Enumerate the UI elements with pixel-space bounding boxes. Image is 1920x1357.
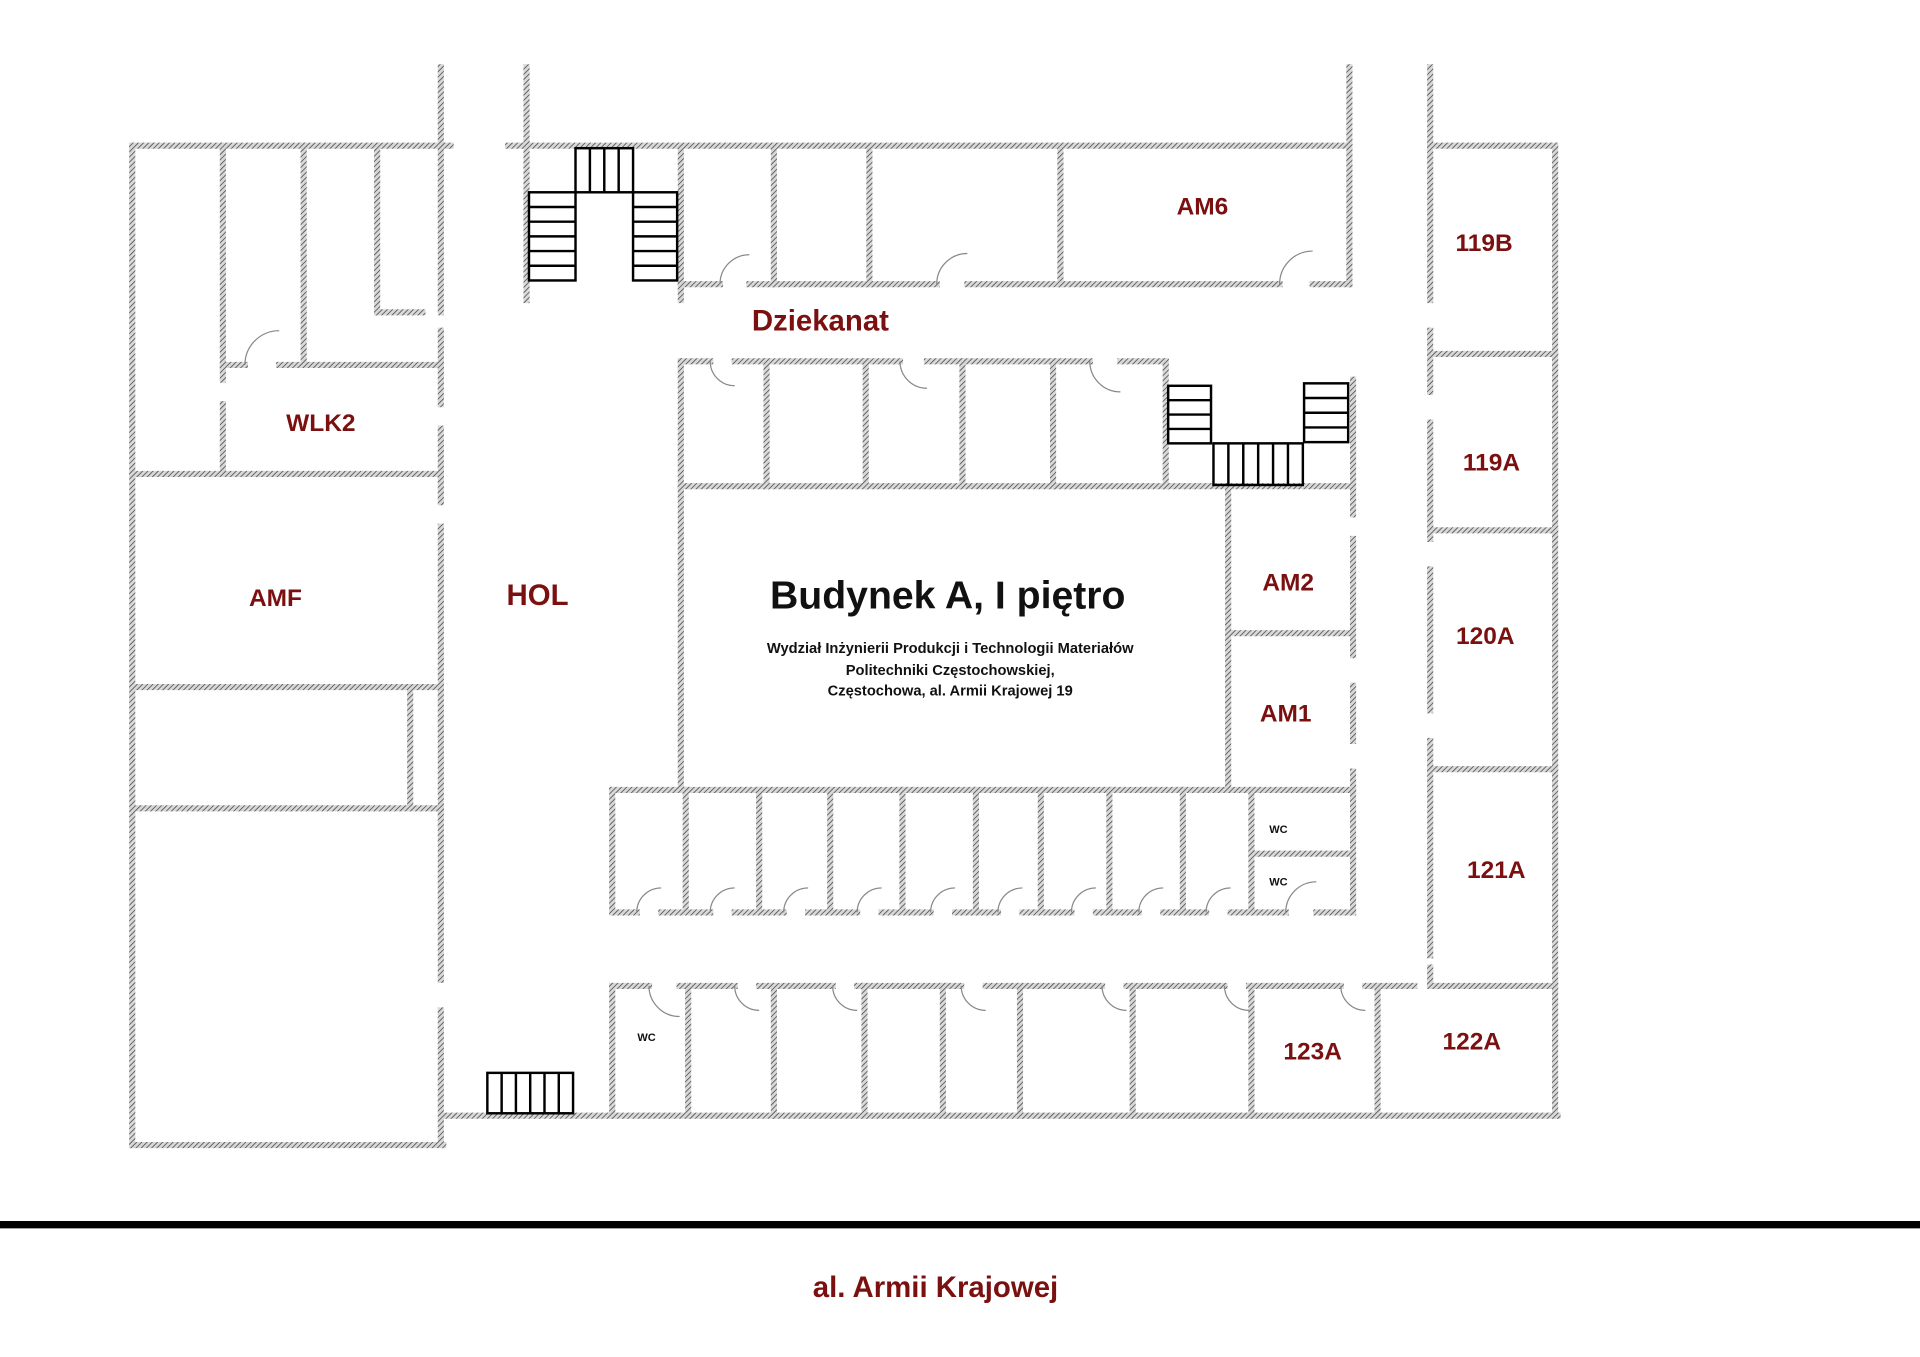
door-arc xyxy=(244,330,280,365)
room-am6[interactable]: AM6 xyxy=(1177,193,1229,220)
door-arc xyxy=(636,887,662,913)
door-arc xyxy=(856,887,882,913)
room-amf[interactable]: AMF xyxy=(249,585,302,612)
room-wc[interactable]: WC xyxy=(1269,876,1287,888)
door-arc xyxy=(1223,985,1249,1012)
door-arc xyxy=(930,887,956,913)
door-arc xyxy=(1138,887,1164,913)
door-arc xyxy=(734,985,760,1012)
room-119a[interactable]: 119A xyxy=(1463,449,1520,476)
door-arc xyxy=(1278,250,1313,285)
room-wc[interactable]: WC xyxy=(1269,824,1287,836)
room-am1[interactable]: AM1 xyxy=(1260,700,1312,727)
door-arc xyxy=(832,985,858,1012)
room-hol[interactable]: HOL xyxy=(507,579,569,612)
room-119b[interactable]: 119B xyxy=(1455,230,1512,257)
room-121a[interactable]: 121A xyxy=(1467,857,1526,884)
door-arc xyxy=(1285,881,1317,913)
door-arc xyxy=(719,254,750,285)
stairs xyxy=(486,146,1350,1115)
door-arc xyxy=(709,361,735,387)
subtitle-line: Częstochowa, al. Armii Krajowej 19 xyxy=(828,684,1073,700)
door-arc xyxy=(936,252,968,285)
plan-title: Budynek A, I piętro xyxy=(770,575,1125,618)
door-arc xyxy=(648,985,680,1018)
subtitle-line: Politechniki Częstochowskiej, xyxy=(846,663,1055,679)
street-name: al. Armii Krajowej xyxy=(813,1271,1058,1304)
door-arc xyxy=(960,985,986,1012)
door-arc xyxy=(899,361,927,389)
door-arc xyxy=(783,887,809,913)
door-arc xyxy=(1205,887,1231,913)
room-am2[interactable]: AM2 xyxy=(1262,569,1314,596)
doors xyxy=(244,250,1366,1018)
room-wc[interactable]: WC xyxy=(637,1032,655,1044)
room-wlk2[interactable]: WLK2 xyxy=(286,410,355,437)
door-arc xyxy=(1089,361,1121,393)
door-arc xyxy=(1101,985,1127,1012)
door-arc xyxy=(997,887,1023,913)
door-arc xyxy=(709,887,735,913)
walls xyxy=(129,64,1561,1149)
subtitle-line: Wydział Inżynierii Produkcji i Technolog… xyxy=(767,641,1134,657)
room-122a[interactable]: 122A xyxy=(1443,1029,1502,1056)
door-arc xyxy=(1070,887,1096,913)
room-dziekanat[interactable]: Dziekanat xyxy=(752,305,889,338)
room-123a[interactable]: 123A xyxy=(1283,1038,1342,1065)
door-arc xyxy=(1340,985,1366,1012)
room-120a[interactable]: 120A xyxy=(1456,623,1515,650)
